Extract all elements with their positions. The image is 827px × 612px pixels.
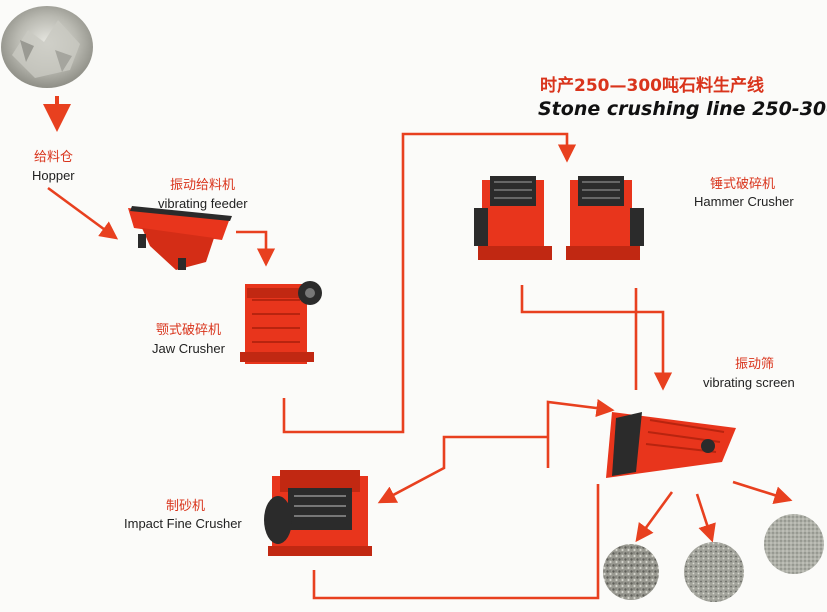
jaw-crusher-label-en: Jaw Crusher [152,341,226,356]
hammer-crusher-machine [474,176,644,260]
vibrating-feeder-machine [128,206,232,270]
jaw-crusher-machine [240,281,322,364]
flow-arrow-feeder-to-jaw [236,230,276,267]
gravel-output-medium [684,542,744,602]
flow-line-hammer-left-to-screen [520,285,673,391]
vibrating-screen-label-en: vibrating screen [703,375,795,390]
jaw-crusher-label-zh: 颚式破碎机 [156,323,221,338]
hammer-crusher-label-en: Hammer Crusher [694,194,794,209]
hammer-crusher-label-zh: 锤式破碎机 [710,177,775,192]
gravel-output-fine [764,514,824,574]
title-zh: 时产250—300吨石料生产线 [540,75,764,96]
flow-arrow-hopper-to-feeder [47,186,119,240]
flow-arrow-screen-to-output-2 [695,493,716,543]
flow-line-jaw-to-hammer [282,132,577,434]
vibrating-feeder-label-zh: 振动给料机 [170,178,235,193]
hopper-label-zh: 给料仓 [34,150,73,165]
vibrating-screen-label-zh: 振动筛 [735,357,774,372]
flow-line-impact-to-screen [312,484,600,600]
flow-line-screen-return-to-impact [377,435,548,504]
raw-stone-image [1,6,93,88]
vibrating-feeder-label-en: vibrating feeder [158,196,248,211]
hopper-label-en: Hopper [32,168,75,183]
flow-line-screen-to-impact [546,399,615,468]
gravel-output-coarse [603,544,659,600]
impact-fine-crusher-label-en: Impact Fine Crusher [124,516,242,531]
title-en: Stone crushing line 250-300t/h [538,98,827,120]
flow-arrow-screen-to-output-1 [635,491,674,543]
impact-fine-crusher-label-zh: 制砂机 [166,499,205,514]
vibrating-screen-machine [606,412,736,478]
flow-arrow-screen-to-output-3 [732,480,793,504]
impact-fine-crusher-machine [264,470,372,556]
